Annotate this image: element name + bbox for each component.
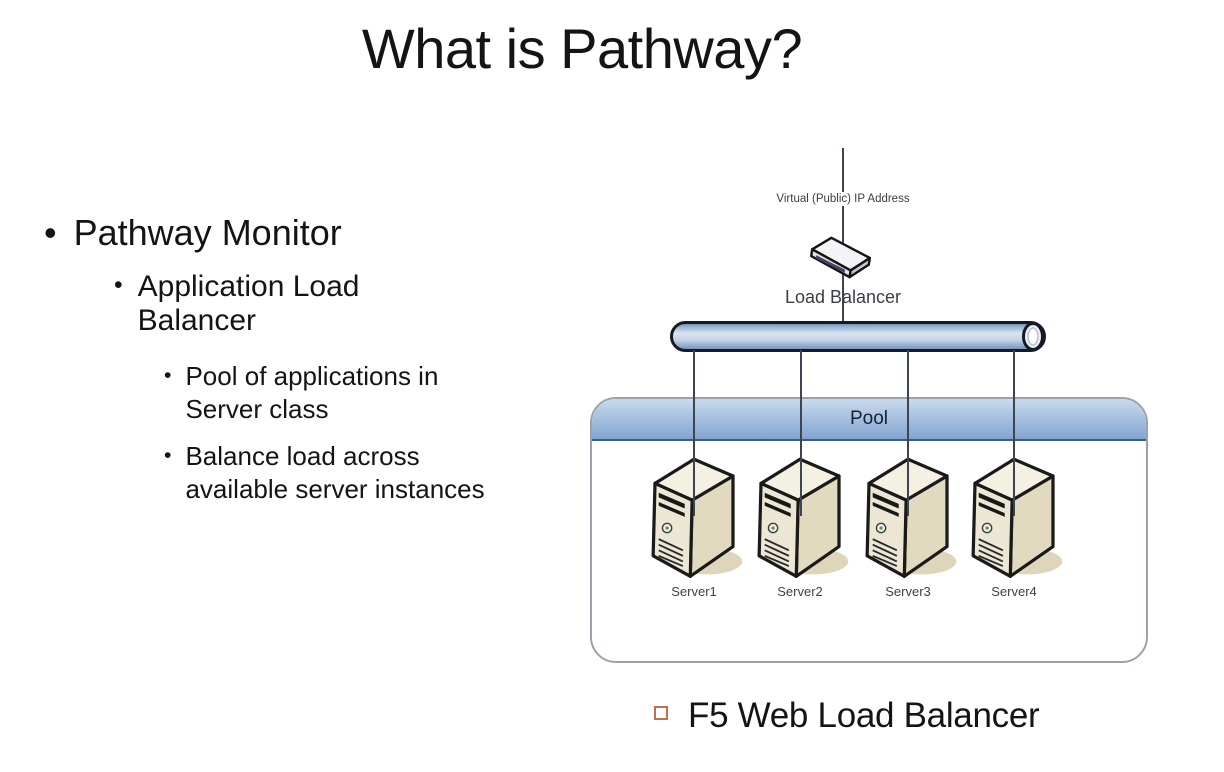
bullet-text: Application Load Balancer [137,270,360,337]
server-group-4: Server4 [962,450,1066,599]
connector-line-server1 [693,350,695,516]
vip-connector-line [842,148,844,322]
bullet-dot-icon: • [164,443,172,467]
server-label: Server4 [991,584,1037,599]
bullet-text: Pool of applications in Server class [185,361,439,424]
connector-line-server2 [800,350,802,516]
load-balancer-icon [810,236,871,279]
load-balancer-label: Load Balancer [784,287,902,307]
bullet-item-pathway-monitor: • Pathway Monitor [44,212,342,254]
square-bullet-icon [654,706,668,720]
pool-label: Pool [849,408,889,429]
server-label: Server1 [671,584,717,599]
server-label: Server2 [777,584,823,599]
bullet-item-pool-of-applications: • Pool of applications in Server class [164,360,485,426]
virtual-ip-label: Virtual (Public) IP Address [771,192,915,206]
bullet-dot-icon: • [114,272,123,299]
connector-line-server4 [1013,350,1015,516]
footer-label: F5 Web Load Balancer [688,696,1040,735]
connector-line-server3 [907,350,909,516]
bullet-item-application-load-balancer: • Application Load Balancer [114,270,468,337]
network-pipe [670,321,1046,352]
bullet-item-balance-load: • Balance load across available server i… [164,440,485,506]
server-group-1: Server1 [642,450,746,599]
server-group-2: Server2 [748,450,852,599]
pool-header: Pool [592,399,1146,441]
bullet-dot-icon: • [164,363,172,387]
bullet-dot-icon: • [44,212,57,253]
bullet-text: Pathway Monitor [73,212,342,253]
server-label: Server3 [885,584,931,599]
bullet-text: Balance load across available server ins… [185,441,485,504]
server-group-3: Server3 [856,450,960,599]
slide-title: What is Pathway? [361,17,803,80]
footer-callout: F5 Web Load Balancer [654,696,1040,736]
